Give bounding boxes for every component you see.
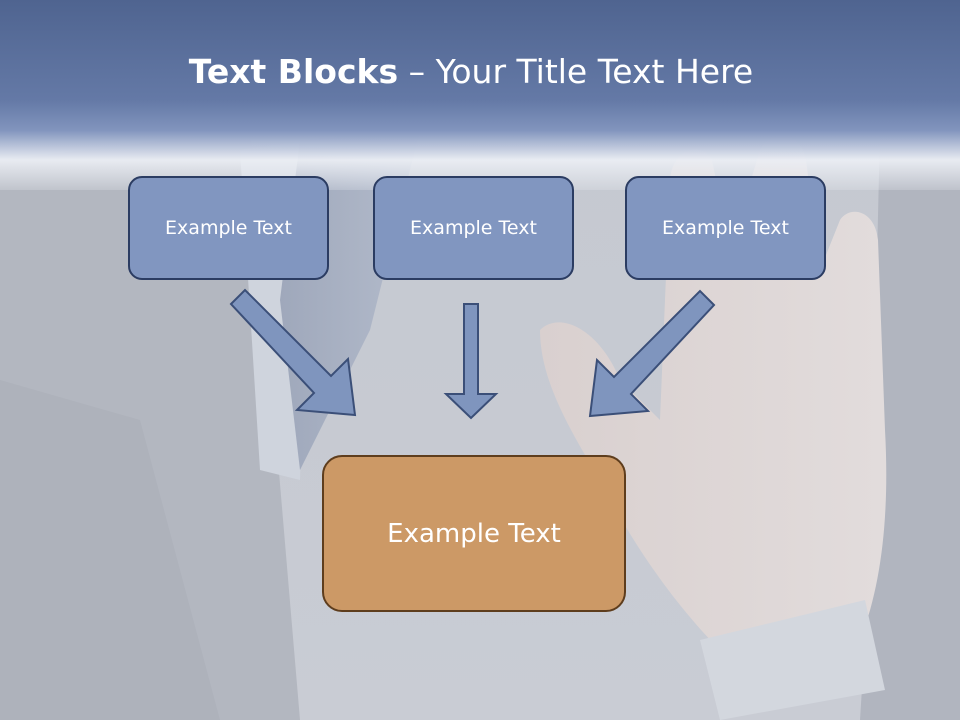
text-block-right[interactable]: Example Text: [625, 176, 826, 280]
target-text-block-label: Example Text: [387, 518, 561, 549]
slide-title: Text Blocks – Your Title Text Here: [0, 52, 942, 91]
arrow-right-icon: [588, 289, 716, 418]
target-text-block[interactable]: Example Text: [322, 455, 626, 612]
text-block-left-label: Example Text: [165, 217, 292, 239]
text-block-right-label: Example Text: [662, 217, 789, 239]
text-block-left[interactable]: Example Text: [128, 176, 329, 280]
arrow-left-icon: [229, 288, 357, 417]
arrow-down-icon: [443, 303, 499, 420]
slide-title-bold: Text Blocks: [188, 52, 399, 91]
title-band: [0, 0, 960, 190]
text-block-center[interactable]: Example Text: [373, 176, 574, 280]
text-block-center-label: Example Text: [410, 217, 537, 239]
slide-title-rest: Your Title Text Here: [435, 52, 754, 91]
slide-title-dash: –: [398, 52, 436, 91]
